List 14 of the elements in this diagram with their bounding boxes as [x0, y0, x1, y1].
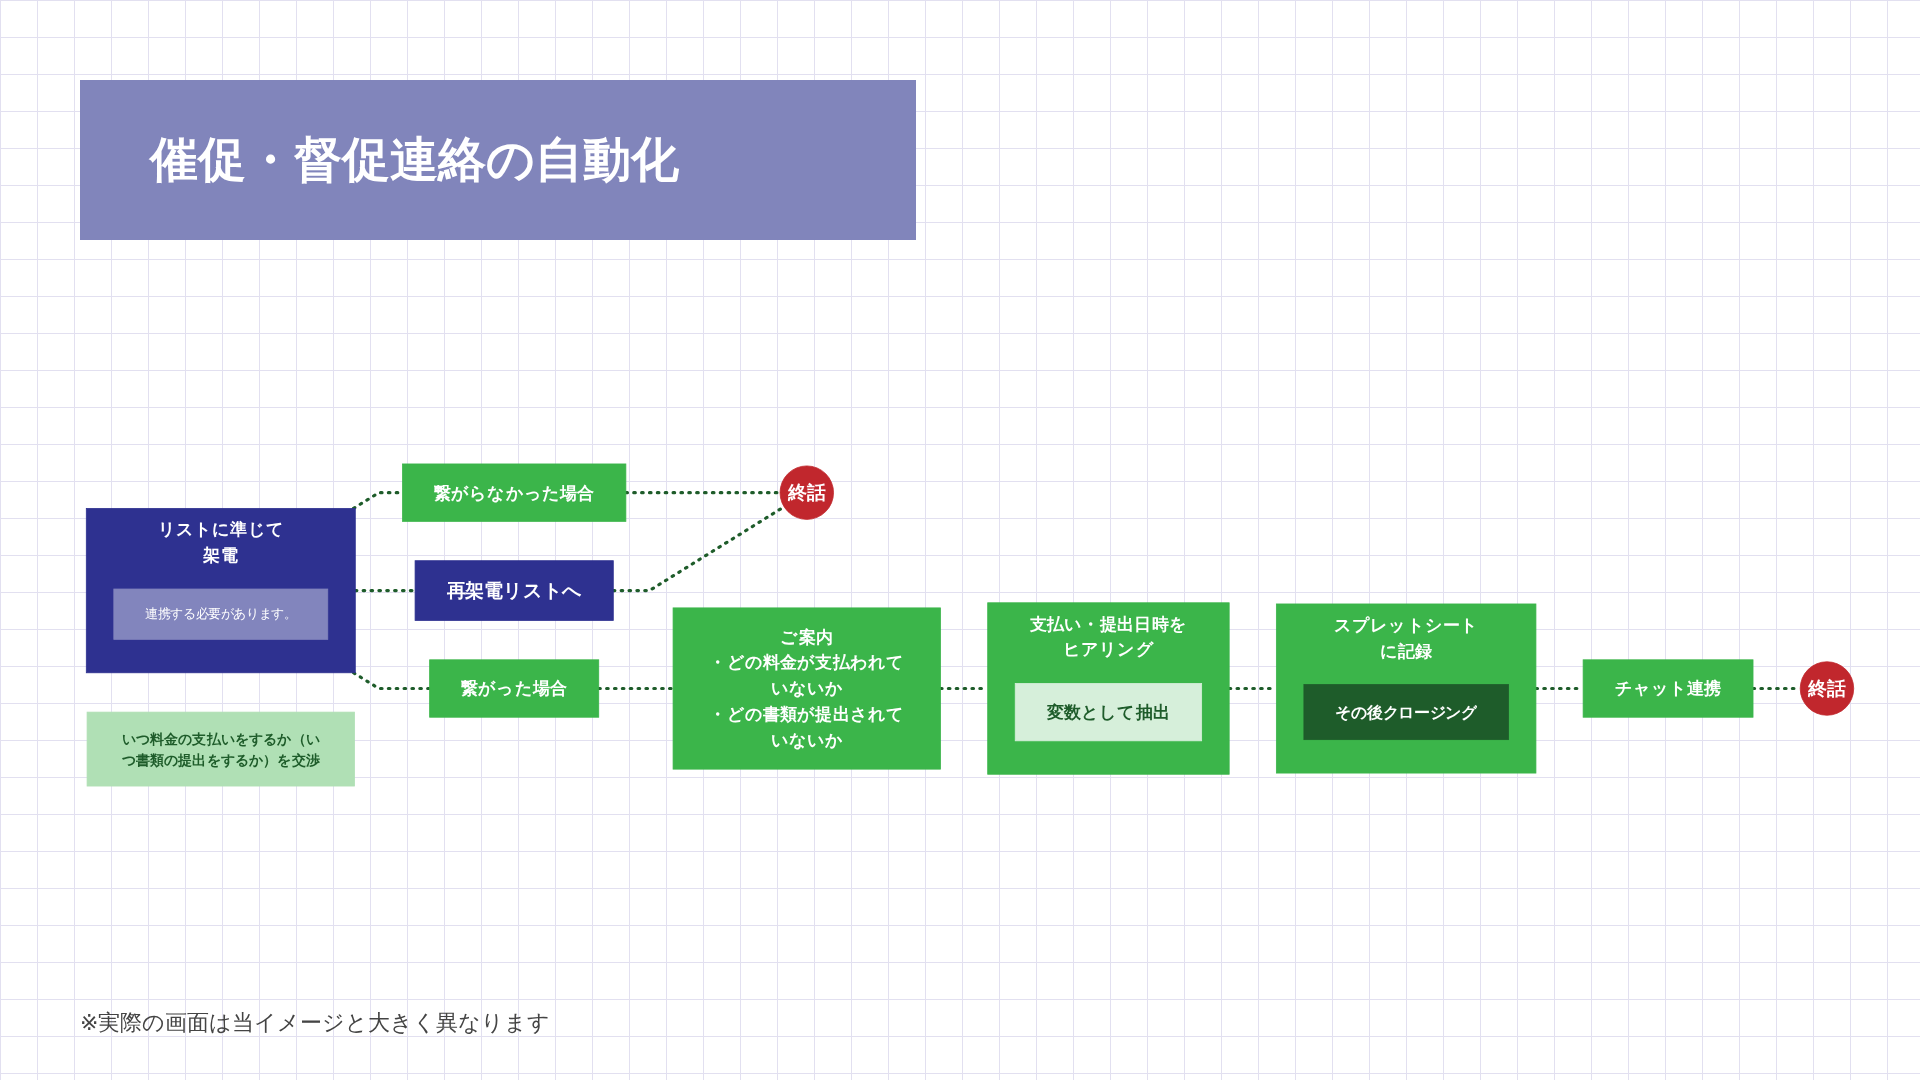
- node-box: 変数として抽出: [1014, 683, 1203, 742]
- node-box: チャット連携: [1582, 659, 1754, 718]
- node-box: いつ料金の支払いをするか（いつ書類の提出をするか）を交渉: [86, 711, 355, 787]
- title-banner: 催促・督促連絡の自動化: [80, 80, 916, 240]
- node-box: 繋がった場合: [429, 659, 600, 718]
- node-circle: 終話: [1799, 661, 1855, 716]
- connector: [597, 686, 675, 691]
- node-box: その後クロージング: [1303, 684, 1509, 741]
- node-box: ご案内 ・どの料金が支払われていないか ・どの書類が提出されていないか: [672, 607, 941, 770]
- node-circle: 終話: [779, 465, 834, 520]
- note-text: ※実際の画面は当イメージと大きく異なります: [80, 1009, 551, 1037]
- node-box: 繋がらなかった場合: [402, 463, 627, 522]
- node-box: 再架電リストへ: [414, 560, 614, 621]
- node-box: 連携する必要があります。: [113, 588, 329, 640]
